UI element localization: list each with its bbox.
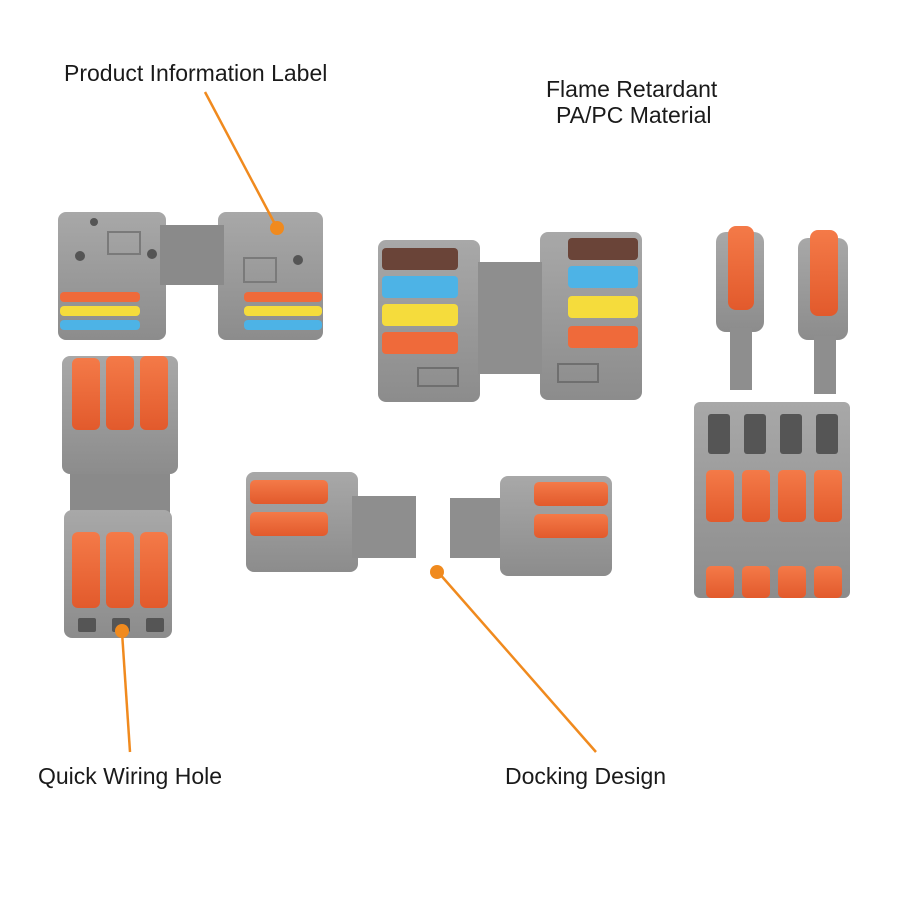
housing xyxy=(694,402,850,598)
product-information-label-text: Product Information Label xyxy=(64,60,328,86)
wiring-hole xyxy=(708,414,730,454)
lever-yellow xyxy=(60,306,140,316)
lever-orange xyxy=(106,532,134,608)
callout-line xyxy=(120,631,132,753)
quick-wiring-hole-text: Quick Wiring Hole xyxy=(38,763,223,789)
tongue xyxy=(352,496,416,558)
connector-four-way xyxy=(694,402,850,598)
latch xyxy=(557,363,599,383)
callout-line xyxy=(437,571,597,753)
tongue xyxy=(730,328,752,390)
lever-orange xyxy=(250,512,328,536)
connector-docking-pair xyxy=(246,472,612,576)
lever-orange xyxy=(244,292,322,302)
lever-orange xyxy=(814,470,842,522)
flame-retardant-text: Flame Retardant xyxy=(546,76,718,102)
bridge xyxy=(478,262,542,374)
lever-orange xyxy=(742,470,770,522)
lever-orange xyxy=(106,356,134,430)
lever-yellow xyxy=(568,296,638,318)
connector-vertical-three-way xyxy=(62,356,178,638)
lever-orange xyxy=(742,566,770,598)
lever-orange xyxy=(60,292,140,302)
docking-design-text: Docking Design xyxy=(505,763,667,789)
lever-orange xyxy=(534,514,608,538)
lever-orange xyxy=(140,356,168,430)
lever-yellow xyxy=(382,304,458,326)
lever-orange xyxy=(706,566,734,598)
wiring-hole xyxy=(744,414,766,454)
callout-dot xyxy=(270,221,284,235)
screw-hole xyxy=(90,218,98,226)
connector-four-color xyxy=(378,232,642,402)
lever-orange xyxy=(382,332,458,354)
label-recess xyxy=(243,257,277,283)
wiring-hole xyxy=(146,618,164,632)
lever-brown xyxy=(568,238,638,260)
lever-orange xyxy=(778,566,806,598)
lever-orange xyxy=(706,470,734,522)
connector-single-units xyxy=(716,226,848,394)
lever-orange xyxy=(72,358,100,430)
callout-line xyxy=(203,91,278,227)
lever-orange xyxy=(568,326,638,348)
lever-blue xyxy=(60,320,140,330)
tongue xyxy=(450,498,508,558)
screw-hole xyxy=(293,255,303,265)
wiring-hole xyxy=(78,618,96,632)
callouts xyxy=(115,91,597,753)
label-recess xyxy=(107,231,141,255)
lever-brown xyxy=(382,248,458,270)
callout-dot xyxy=(115,624,129,638)
lever-orange xyxy=(72,532,100,608)
lever-orange xyxy=(250,480,328,504)
lever-blue xyxy=(244,320,322,330)
latch xyxy=(417,367,459,387)
lever-blue xyxy=(568,266,638,288)
screw-hole xyxy=(147,249,157,259)
lever-blue xyxy=(382,276,458,298)
lever-orange xyxy=(814,566,842,598)
connector-side-view xyxy=(58,212,323,340)
callout-dot xyxy=(430,565,444,579)
wiring-hole xyxy=(816,414,838,454)
lever-orange xyxy=(810,230,838,316)
lever-orange xyxy=(778,470,806,522)
bridge xyxy=(70,474,170,514)
lever-yellow xyxy=(244,306,322,316)
screw-hole xyxy=(75,251,85,261)
wiring-hole xyxy=(780,414,802,454)
material-text: PA/PC Material xyxy=(556,102,712,128)
lever-orange xyxy=(140,532,168,608)
tongue xyxy=(814,336,836,394)
bridge xyxy=(160,225,224,285)
lever-orange xyxy=(534,482,608,506)
lever-orange xyxy=(728,226,754,310)
